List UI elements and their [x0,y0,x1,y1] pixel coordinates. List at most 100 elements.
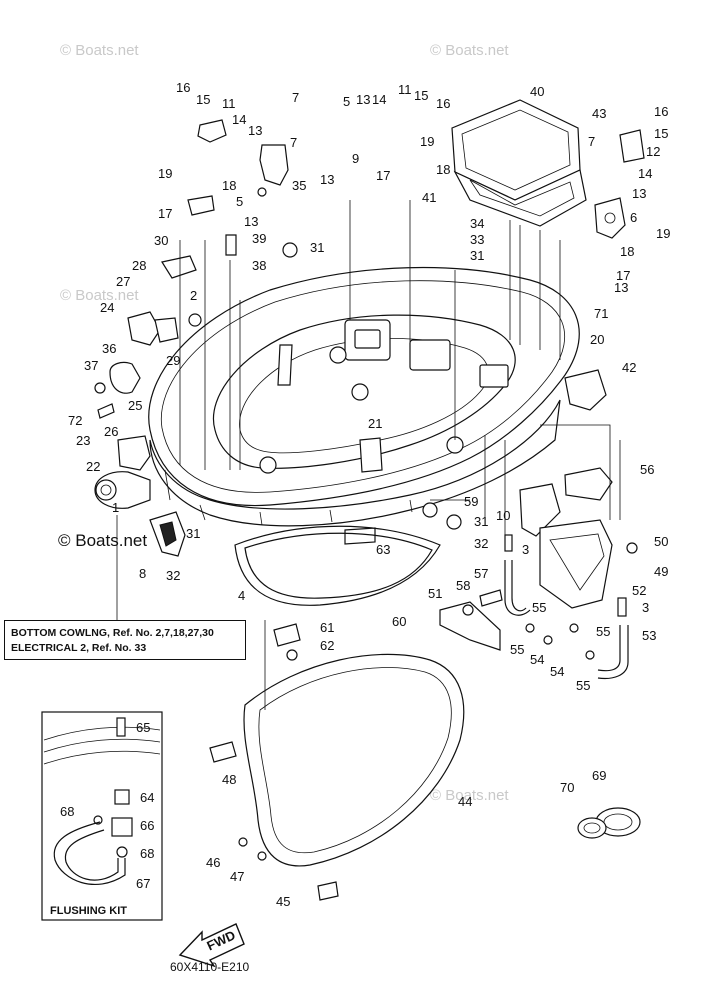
callout: 50 [654,534,668,549]
callout: 13 [356,92,370,107]
callout: 17 [158,206,172,221]
callout: 32 [474,536,488,551]
upper-left-brackets [127,119,298,346]
callout: 45 [276,894,290,909]
callout: 19 [420,134,434,149]
callout: 16 [436,96,450,111]
callout: 3 [642,600,649,615]
callout: 69 [592,768,606,783]
callout: 26 [104,424,118,439]
callout: 41 [422,190,436,205]
callout: 14 [372,92,386,107]
callout: 35 [292,178,306,193]
callout: 31 [474,514,488,529]
callout: 34 [470,216,484,231]
callout-labels: 16 15 11 14 13 7 19 18 5 17 13 35 30 39 … [60,80,670,909]
callout: 54 [550,664,564,679]
callout: 32 [166,568,180,583]
callout: 19 [158,166,172,181]
callout: 25 [128,398,142,413]
top-plates [451,99,587,227]
note-line-1: BOTTOM COWLNG, Ref. No. 2,7,18,27,30 [11,627,214,639]
callout: 64 [140,790,154,805]
callout: 19 [656,226,670,241]
callout: 67 [136,876,150,891]
callout: 13 [244,214,258,229]
callout: 31 [186,526,200,541]
watermark: © Boats.net [60,42,139,59]
callout: 49 [654,564,668,579]
watermark: © Boats.net [430,42,509,59]
callout: 18 [436,162,450,177]
callout: 55 [532,600,546,615]
callout: 16 [654,104,668,119]
callout: 31 [470,248,484,263]
reference-note: BOTTOM COWLNG, Ref. No. 2,7,18,27,30 ELE… [4,620,246,660]
callout: 40 [530,84,544,99]
callout: 14 [232,112,246,127]
callout: 71 [594,306,608,321]
callout: 44 [458,794,472,809]
diagram-code: 60X4110-E210 [170,960,250,974]
callout: 66 [140,818,154,833]
callout: 21 [368,416,382,431]
callout: 38 [252,258,266,273]
callout: 56 [640,462,654,477]
callout: 54 [530,652,544,667]
clamps [577,807,641,839]
flushing-kit-box [41,711,163,921]
right-parts [519,129,645,609]
callout: 20 [590,332,604,347]
bottom-cowling [148,266,580,527]
callout: 11 [222,96,236,111]
callout: 10 [496,508,510,523]
callout: 48 [222,772,236,787]
callout: 55 [596,624,610,639]
callout: 53 [642,628,656,643]
callout: 29 [166,353,180,368]
callout: 65 [136,720,150,735]
callout: 46 [206,855,220,870]
callout: 51 [428,586,442,601]
callout: 14 [638,166,652,181]
apron [209,623,465,901]
callout: 55 [510,642,524,657]
callout: 13 [248,123,262,138]
callout: 2 [190,288,197,303]
callout: 63 [376,542,390,557]
callout: 43 [592,106,606,121]
flushing-kit-title: FLUSHING KIT [50,905,127,917]
callout: 5 [236,194,243,209]
callout: 13 [614,280,628,295]
callout: 47 [230,869,244,884]
lower-center-parts [234,502,638,680]
callout: 31 [310,240,324,255]
callout: 1 [112,500,119,515]
callout: 24 [100,300,114,315]
callout: 30 [154,233,168,248]
callout: 62 [320,638,334,653]
callout: 5 [343,94,350,109]
callout: 13 [632,186,646,201]
callout: 59 [464,494,478,509]
callout: 70 [560,780,574,795]
callout: 72 [68,413,82,428]
callout: 27 [116,274,130,289]
callout: 11 [398,82,412,97]
watermark: © Boats.net [430,787,509,804]
callout: 33 [470,232,484,247]
left-fittings [94,361,186,557]
callout: 68 [60,804,74,819]
callout: 61 [320,620,334,635]
callout: 17 [376,168,390,183]
watermark: © Boats.net [60,287,139,304]
callout: 7 [588,134,595,149]
callout: 4 [238,588,245,603]
callout: 57 [474,566,488,581]
callout: 8 [139,566,146,581]
callout: 16 [176,80,190,95]
leader-lines [116,200,621,710]
callout: 18 [620,244,634,259]
callout: 68 [140,846,154,861]
